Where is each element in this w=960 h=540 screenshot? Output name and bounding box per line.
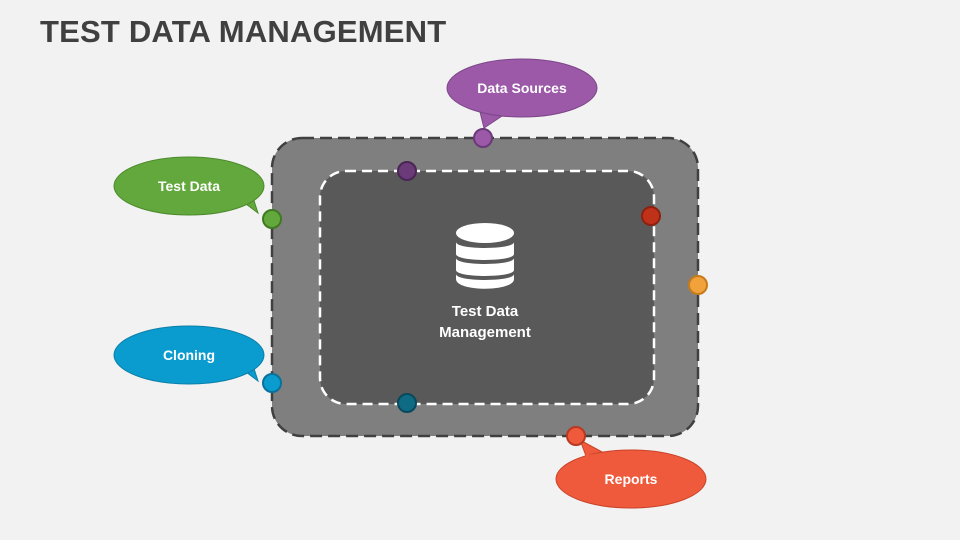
dot-data-sources xyxy=(473,128,493,148)
cloning-label: Cloning xyxy=(163,347,215,363)
callout-cloning: Cloning xyxy=(113,325,265,385)
test-data-label: Test Data xyxy=(158,178,220,194)
callout-test-data: Test Data xyxy=(113,156,265,216)
callout-reports: Reports xyxy=(555,438,707,509)
center-label-line1: Test Data xyxy=(452,303,519,320)
dot-cloning xyxy=(262,373,282,393)
page-title: TEST DATA MANAGEMENT xyxy=(40,14,447,49)
dot-inner-right xyxy=(641,206,661,226)
callout-data-sources: Data Sources xyxy=(446,58,598,129)
dot-inner-top xyxy=(397,161,417,181)
database-icon xyxy=(456,223,514,289)
dot-inner-bottom xyxy=(397,393,417,413)
reports-label: Reports xyxy=(605,471,658,487)
dot-reports xyxy=(566,426,586,446)
dot-test-data xyxy=(262,209,282,229)
data-sources-label: Data Sources xyxy=(477,80,567,96)
center-label-line2: Management xyxy=(439,324,531,341)
dot-outer-right xyxy=(688,275,708,295)
